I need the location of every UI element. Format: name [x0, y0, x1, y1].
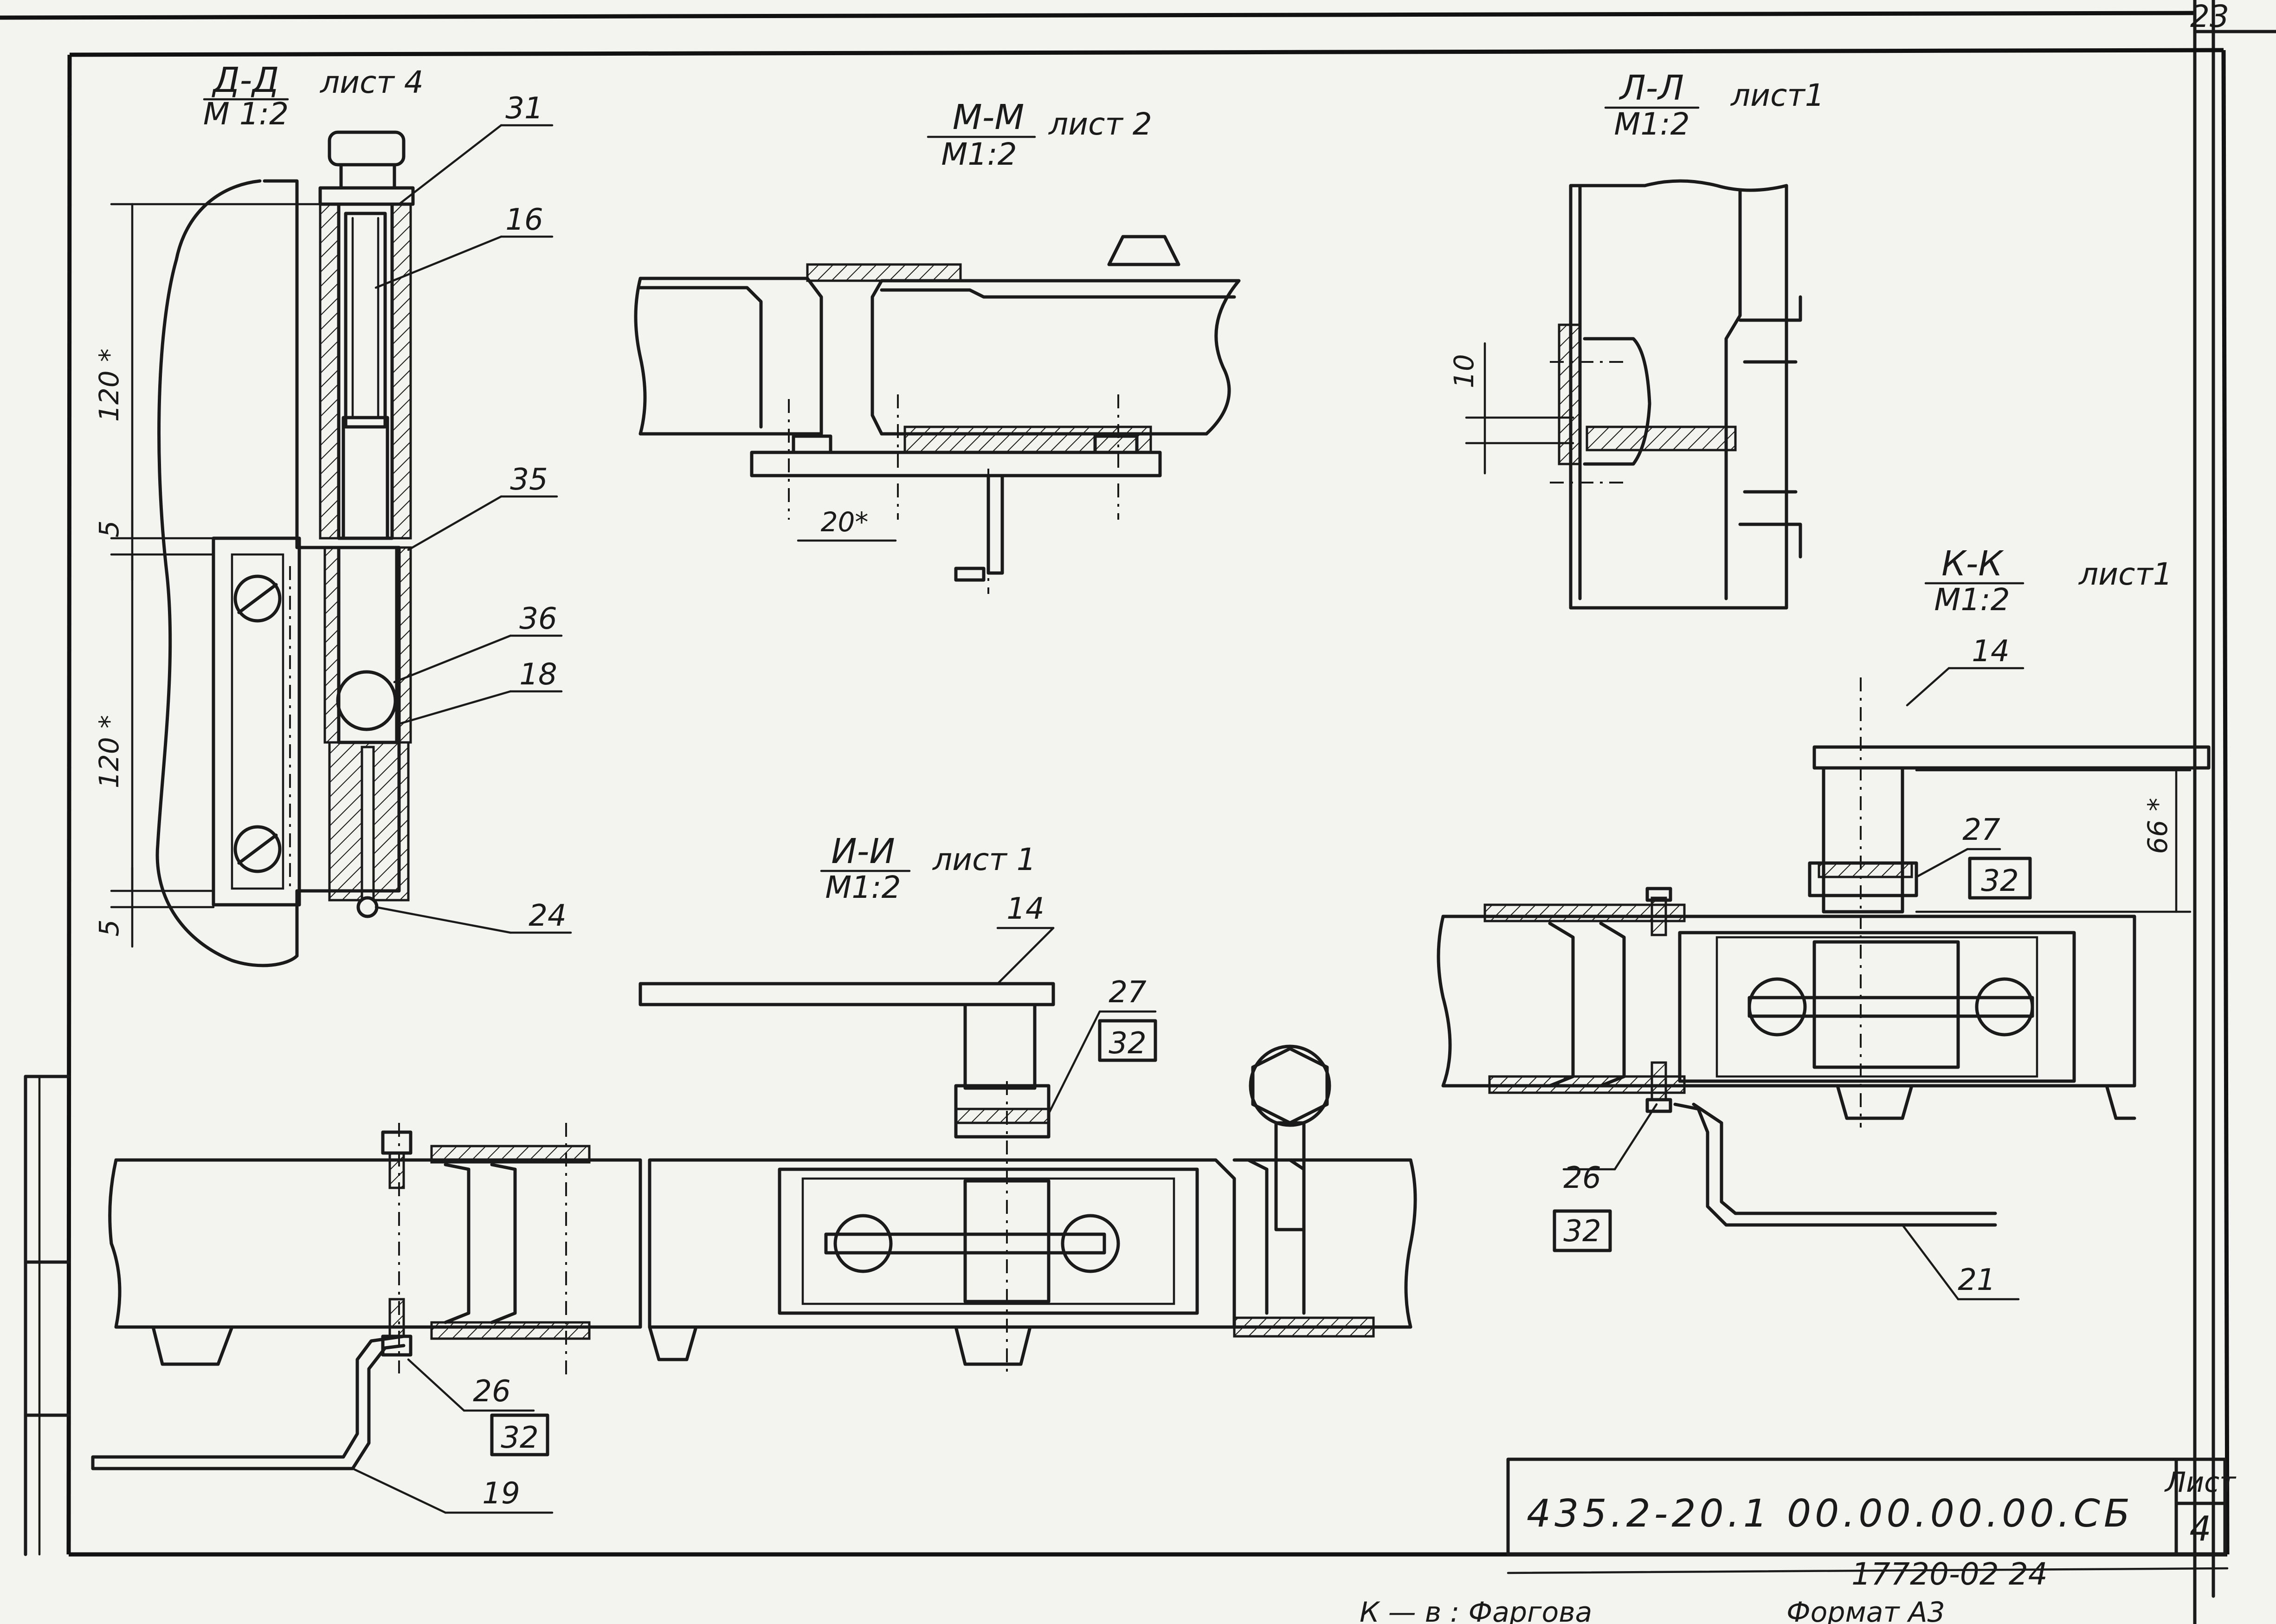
callout-31: 31	[505, 91, 543, 126]
corner-number: 23	[2190, 0, 2229, 34]
section-mm-title: М-М	[953, 97, 1024, 137]
callout-36: 36	[519, 602, 557, 636]
section-kk-title: К-К	[1941, 544, 2004, 584]
section-kk: К-К М1:2 лист1 14 27 32 66 *	[1437, 544, 2211, 1301]
callout-kk-27: 27	[1962, 813, 2000, 847]
callout-kk-14: 14	[1972, 634, 2009, 669]
section-ii-title: И-И	[831, 831, 895, 871]
callout-ii-32a: 32	[1109, 1026, 1146, 1061]
callout-kk-21: 21	[1958, 1263, 1995, 1297]
corner-number-text: 23	[2190, 0, 2229, 34]
callout-18: 18	[519, 657, 557, 692]
callout-ii-32b: 32	[501, 1421, 538, 1455]
section-ll-scale: М1:2	[1614, 106, 1689, 142]
section-ii: И-И М1:2 лист 1 14 27 32	[91, 831, 1417, 1514]
format-label: Формат А3	[1786, 1596, 1945, 1624]
section-ll-sheet-ref: лист1	[1730, 77, 1825, 113]
section-kk-sheet-ref: лист1	[2078, 556, 2173, 592]
callout-ii-27: 27	[1109, 975, 1147, 1010]
section-dd: Д-Д М 1:2 лист 4	[93, 60, 572, 967]
section-dd-title: Д-Д	[212, 60, 279, 100]
callout-kk-32a: 32	[1981, 864, 2018, 898]
dim-dd-upper: 120 *	[93, 348, 125, 422]
copied-by: К — в : Фаргова	[1360, 1596, 1592, 1624]
callout-ii-26: 26	[473, 1374, 510, 1409]
dim-dd-lower: 120 *	[93, 715, 125, 788]
section-dd-sheet-ref: лист 4	[319, 64, 424, 100]
callout-ii-14: 14	[1006, 892, 1044, 926]
callout-35: 35	[510, 463, 548, 497]
dim-mm-width: 20*	[821, 506, 869, 538]
callout-16: 16	[505, 203, 543, 237]
drawing-designation: 435.2-20.1 00.00.00.00.СБ	[1527, 1492, 2134, 1536]
archive-number: 17720-02 24	[1851, 1556, 2048, 1592]
callout-24: 24	[529, 899, 566, 933]
callout-kk-32b: 32	[1563, 1214, 1601, 1249]
dim-dd-bottom: 5	[93, 920, 125, 937]
section-ll: Л-Л М1:2 лист1 10	[1448, 68, 1825, 610]
dim-ll-height: 10	[1448, 354, 1480, 388]
section-mm-scale: М1:2	[941, 136, 1017, 172]
section-mm: М-М М1:2 лист 2 20*	[634, 97, 1241, 594]
section-mm-sheet-ref: лист 2	[1048, 106, 1152, 142]
sheet-number: 4	[2189, 1509, 2211, 1549]
title-block: 435.2-20.1 00.00.00.00.СБ Лист 4 17720-0…	[1360, 1466, 2237, 1624]
section-kk-scale: М1:2	[1934, 582, 2010, 618]
section-ii-scale: М1:2	[825, 870, 901, 905]
callout-ii-19: 19	[482, 1476, 520, 1511]
section-ii-sheet-ref: лист 1	[932, 842, 1036, 877]
section-ll-title: Л-Л	[1618, 68, 1684, 108]
dim-kk-height: 66 *	[2142, 798, 2173, 854]
section-dd-scale: М 1:2	[203, 96, 289, 132]
dim-dd-gap: 5	[93, 521, 125, 538]
callout-kk-26: 26	[1563, 1161, 1601, 1195]
sheet-label: Лист	[2164, 1466, 2237, 1499]
